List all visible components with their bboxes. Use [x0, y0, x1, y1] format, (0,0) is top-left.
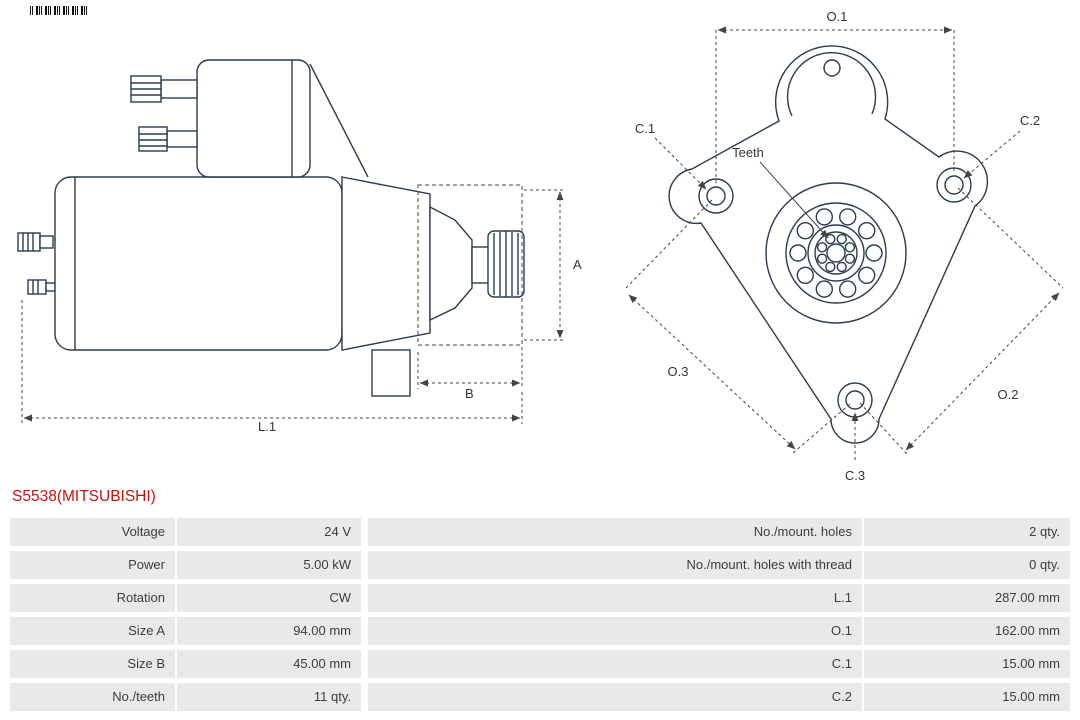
spec-value: 94.00 mm — [177, 617, 361, 645]
spec-value: 162.00 mm — [864, 617, 1070, 645]
spec-value: CW — [177, 584, 361, 612]
spec-label: Rotation — [10, 584, 175, 612]
spec-value: 287.00 mm — [864, 584, 1070, 612]
table-row: Rotation CW L.1 287.00 mm — [10, 584, 1070, 612]
spec-value: 2 qty. — [864, 518, 1070, 546]
dim-label-o2: O.2 — [998, 387, 1019, 402]
dim-label-c3: C.3 — [845, 468, 865, 483]
spec-value: 24 V — [177, 518, 361, 546]
spec-label: O.1 — [368, 617, 862, 645]
dim-label-c1: C.1 — [635, 121, 655, 136]
spec-table: Voltage 24 V No./mount. holes 2 qty. Pow… — [10, 518, 1070, 716]
spec-value: 0 qty. — [864, 551, 1070, 579]
spec-value: 11 qty. — [177, 683, 361, 711]
spec-label: Size A — [10, 617, 175, 645]
table-row: Size A 94.00 mm O.1 162.00 mm — [10, 617, 1070, 645]
side-view-dimensions — [21, 184, 566, 424]
table-row: Size B 45.00 mm C.1 15.00 mm — [10, 650, 1070, 678]
side-view-diagram — [17, 59, 525, 397]
table-row: No./teeth 11 qty. C.2 15.00 mm — [10, 683, 1070, 711]
spec-value: 15.00 mm — [864, 650, 1070, 678]
dim-label-a: A — [573, 257, 582, 272]
spec-label: Size B — [10, 650, 175, 678]
spec-value: 5.00 kW — [177, 551, 361, 579]
barcode — [30, 6, 88, 15]
spec-label: No./mount. holes with thread — [368, 551, 862, 579]
spec-label: Power — [10, 551, 175, 579]
technical-diagrams: A B L.1 — [17, 9, 1064, 483]
dim-label-o1: O.1 — [827, 9, 848, 24]
part-number-title: S5538(MITSUBISHI) — [12, 488, 156, 505]
teeth-label: Teeth — [732, 145, 764, 160]
spec-label: No./teeth — [10, 683, 175, 711]
spec-label: L.1 — [368, 584, 862, 612]
dim-label-o3: O.3 — [668, 364, 689, 379]
table-row: Voltage 24 V No./mount. holes 2 qty. — [10, 518, 1070, 546]
dim-label-l1: L.1 — [258, 419, 276, 434]
front-view-dimensions — [623, 26, 1064, 460]
spec-label: C.1 — [368, 650, 862, 678]
table-row: Power 5.00 kW No./mount. holes with thre… — [10, 551, 1070, 579]
dim-label-b: B — [465, 386, 474, 401]
spec-label: No./mount. holes — [368, 518, 862, 546]
front-view-diagram — [668, 45, 989, 444]
spec-value: 15.00 mm — [864, 683, 1070, 711]
spec-value: 45.00 mm — [177, 650, 361, 678]
spec-label: Voltage — [10, 518, 175, 546]
spec-label: C.2 — [368, 683, 862, 711]
dim-label-c2: C.2 — [1020, 113, 1040, 128]
